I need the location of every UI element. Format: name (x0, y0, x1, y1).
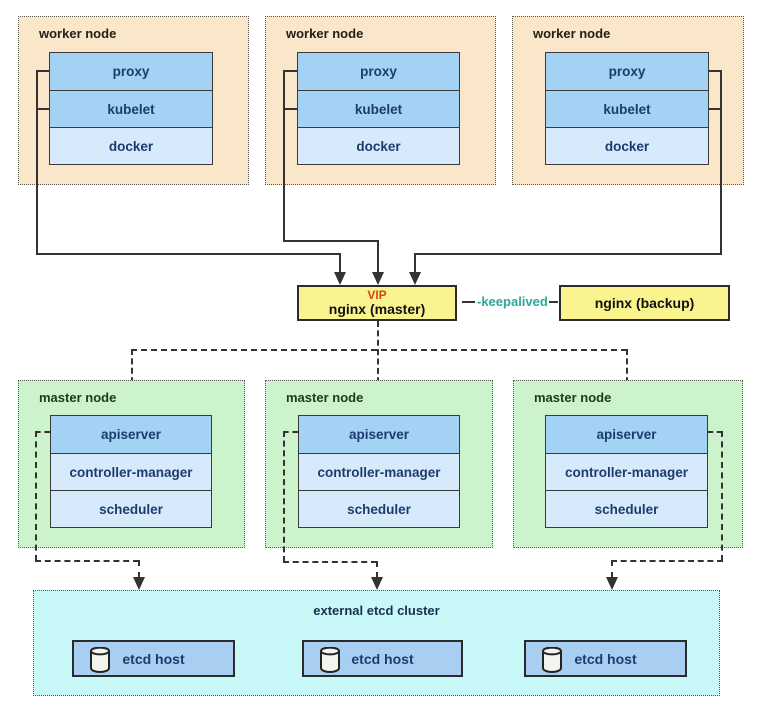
connector-w1-proxy-stub (36, 70, 49, 72)
worker-node-3-label: worker node (533, 26, 611, 41)
arrow-w1-to-nginx (334, 272, 346, 285)
connector-m1-drop (138, 560, 140, 578)
nginx-backup-label: nginx (backup) (594, 295, 695, 311)
connector-w3-horizontal (415, 253, 722, 255)
master-node-3-stack: apiserver controller-manager scheduler (545, 415, 708, 528)
master-node-2-stack: apiserver controller-manager scheduler (298, 415, 460, 528)
etcd-host-2: etcd host (302, 640, 463, 677)
arrow-m3-to-etcd (606, 577, 618, 590)
component-apiserver: apiserver (546, 416, 707, 453)
component-apiserver: apiserver (51, 416, 211, 453)
connector-w2-proxy-stub (283, 70, 297, 72)
connector-w3-proxy-stub (709, 70, 722, 72)
connector-w2-vertical (283, 70, 285, 240)
nginx-master-box: VIP nginx (master) (297, 285, 457, 321)
connector-nginx-to-m3 (626, 349, 628, 402)
worker-node-1-stack: proxy kubelet docker (49, 52, 213, 165)
arrow-w3-to-nginx (409, 272, 421, 285)
arrow-m2-to-etcd (371, 577, 383, 590)
component-kubelet: kubelet (50, 90, 212, 127)
vip-label: VIP (367, 288, 387, 302)
master-node-1-label: master node (39, 390, 117, 405)
connector-nginx-drop (377, 321, 379, 402)
etcd-host-1-label: etcd host (122, 650, 185, 667)
connector-w1-horizontal (36, 253, 340, 255)
component-kubelet: kubelet (298, 90, 459, 127)
connector-m2-vertical (283, 431, 285, 562)
component-docker: docker (298, 127, 459, 164)
component-scheduler: scheduler (51, 490, 211, 527)
connector-m1-horizontal (35, 560, 139, 562)
component-proxy: proxy (298, 53, 459, 90)
connector-m1-vertical (35, 431, 37, 561)
worker-node-3-stack: proxy kubelet docker (545, 52, 709, 165)
connector-w3-vertical (720, 70, 722, 253)
master-node-2-label: master node (286, 390, 364, 405)
component-proxy: proxy (546, 53, 708, 90)
component-kubelet: kubelet (546, 90, 708, 127)
connector-w3-drop (414, 253, 416, 274)
worker-node-1-label: worker node (39, 26, 117, 41)
connector-m3-horizontal (611, 560, 723, 562)
worker-node-2-label: worker node (286, 26, 364, 41)
master-node-3-label: master node (534, 390, 612, 405)
database-cylinder-icon (541, 646, 563, 676)
master-node-1-stack: apiserver controller-manager scheduler (50, 415, 212, 528)
component-docker: docker (546, 127, 708, 164)
component-apiserver: apiserver (299, 416, 459, 453)
component-controller-manager: controller-manager (51, 453, 211, 490)
arrow-m1-to-etcd (133, 577, 145, 590)
database-cylinder-icon (319, 646, 341, 676)
keepalived-dash-right (549, 301, 558, 303)
connector-m3-stub (708, 431, 722, 433)
etcd-host-3: etcd host (524, 640, 687, 677)
component-controller-manager: controller-manager (299, 453, 459, 490)
connector-w2-horizontal (283, 240, 378, 242)
connector-w1-vertical (36, 70, 38, 253)
connector-m3-drop (611, 560, 613, 578)
keepalived-dash-left (462, 301, 475, 303)
component-controller-manager: controller-manager (546, 453, 707, 490)
connector-m2-stub (283, 431, 298, 433)
arrow-w2-to-nginx (372, 272, 384, 285)
nginx-backup-box: nginx (backup) (559, 285, 730, 321)
connector-w3-kubelet-stub (709, 108, 722, 110)
etcd-host-3-label: etcd host (574, 650, 637, 667)
connector-m1-stub (35, 431, 50, 433)
etcd-host-1: etcd host (72, 640, 235, 677)
etcd-cluster-title: external etcd cluster (313, 603, 440, 618)
connector-m3-vertical (721, 431, 723, 561)
connector-m2-horizontal (283, 561, 377, 563)
database-cylinder-icon (89, 646, 111, 676)
component-scheduler: scheduler (299, 490, 459, 527)
connector-w1-kubelet-stub (36, 108, 49, 110)
component-proxy: proxy (50, 53, 212, 90)
connector-m2-drop (376, 561, 378, 578)
etcd-host-2-label: etcd host (351, 650, 414, 667)
connector-w2-kubelet-stub (283, 108, 297, 110)
nginx-master-label: nginx (master) (328, 301, 426, 317)
connector-nginx-to-m1 (131, 349, 133, 402)
connector-w2-drop (377, 240, 379, 274)
component-scheduler: scheduler (546, 490, 707, 527)
keepalived-label: -keepalived (477, 294, 548, 309)
connector-w1-drop (339, 253, 341, 274)
worker-node-2-stack: proxy kubelet docker (297, 52, 460, 165)
component-docker: docker (50, 127, 212, 164)
connector-nginx-fanout (131, 349, 627, 351)
